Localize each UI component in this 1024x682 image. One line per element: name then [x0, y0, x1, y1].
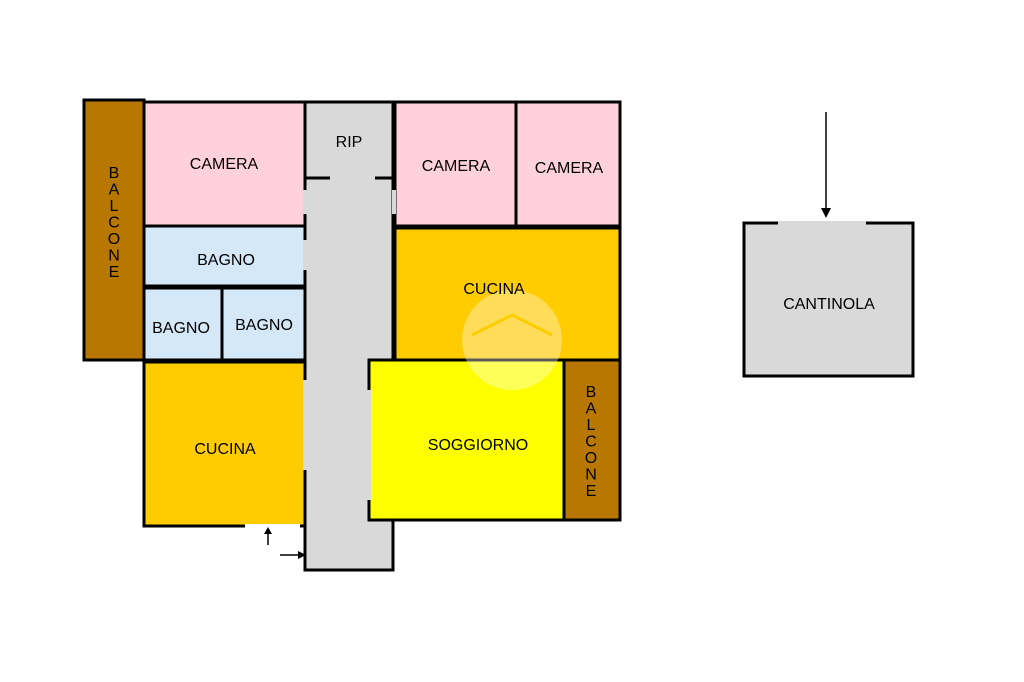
label-rip: RIP — [336, 134, 363, 151]
room-cantinola — [742, 221, 915, 378]
room-soggiorno — [367, 358, 566, 522]
label-bagno-1: BAGNO — [197, 252, 255, 269]
room-bagno-3 — [220, 286, 307, 362]
arrow-right-icon — [280, 551, 306, 559]
balcone-left — [82, 98, 146, 362]
label-cantinola: CANTINOLA — [783, 296, 875, 313]
room-bagno-2 — [142, 286, 224, 362]
label-cucina-right: CUCINA — [463, 281, 525, 298]
room-cucina-right — [393, 226, 622, 362]
label-camera-3: CAMERA — [535, 160, 604, 177]
arrow-up-icon — [264, 527, 272, 545]
balcone-right — [562, 358, 622, 522]
room-camera-2 — [393, 100, 518, 228]
room-camera-3 — [514, 100, 622, 228]
room-bagno-1 — [142, 224, 307, 288]
house-watermark-icon — [462, 290, 562, 390]
label-bagno-2: BAGNO — [152, 320, 210, 337]
label-camera-2: CAMERA — [422, 158, 491, 175]
room-rip — [303, 100, 395, 180]
arrow-down-icon — [821, 112, 831, 218]
label-bagno-3: BAGNO — [235, 317, 293, 334]
room-camera-1 — [142, 100, 307, 228]
label-cucina-left: CUCINA — [194, 441, 256, 458]
label-soggiorno: SOGGIORNO — [428, 437, 528, 454]
label-camera-1: CAMERA — [190, 156, 259, 173]
